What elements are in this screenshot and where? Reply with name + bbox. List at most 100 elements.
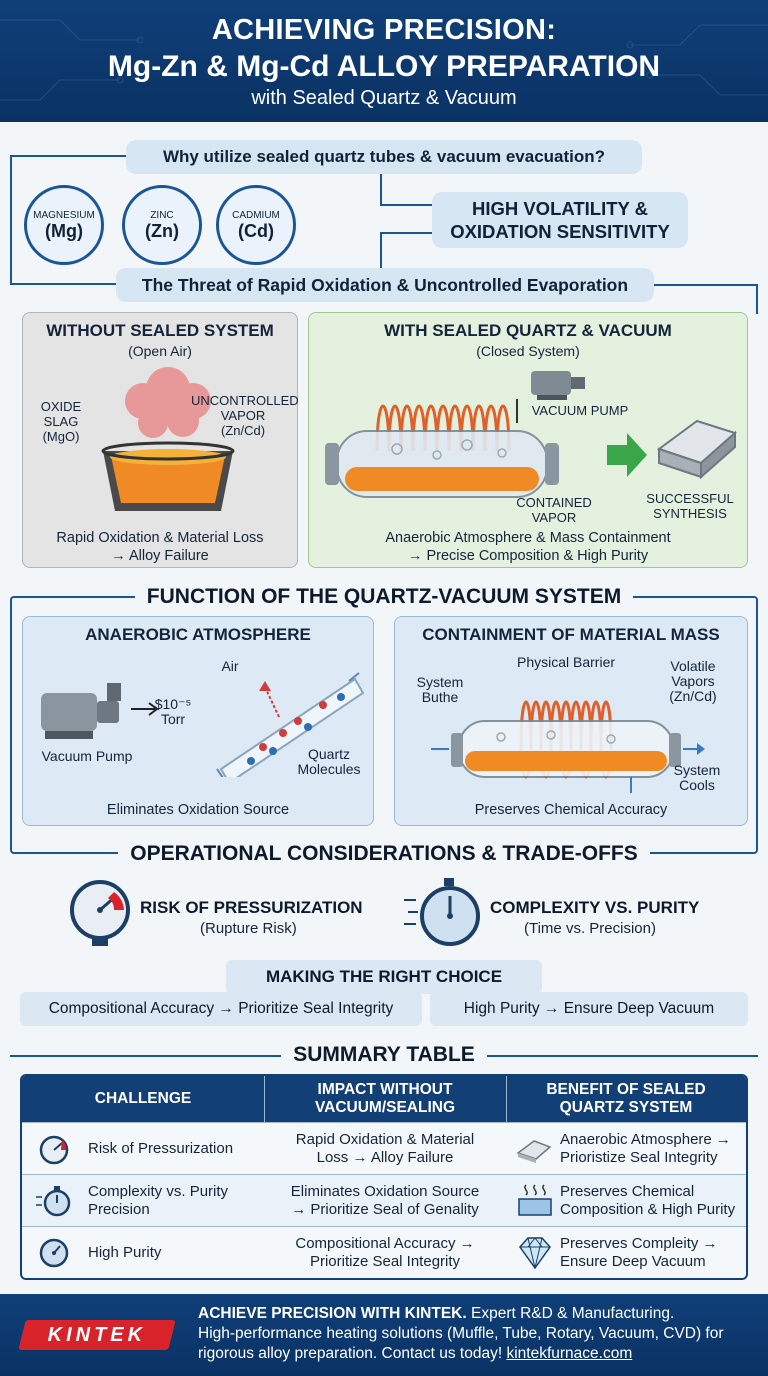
- label-line: Vapors: [671, 673, 715, 689]
- label-oxide-slag: OXIDE SLAG (MgO): [29, 399, 93, 444]
- label-vacuum-pump: Vacuum Pump: [41, 748, 133, 764]
- element-magnesium: MAGNESIUM (Mg): [24, 185, 104, 265]
- element-zinc: ZINC (Zn): [122, 185, 202, 265]
- heading-text: OPERATIONAL CONSIDERATIONS & TRADE-OFFS: [118, 842, 650, 865]
- choice-left: Compositional Accuracy → Prioritize Seal…: [20, 992, 422, 1026]
- kintek-logo[interactable]: KINTEK: [18, 1320, 176, 1350]
- label-volatile-vapors: Volatile Vapors (Zn/Cd): [647, 659, 739, 704]
- label-line: Buthe: [421, 689, 459, 705]
- panel-title: CONTAINMENT OF MATERIAL MASS: [422, 625, 720, 644]
- choice-right: High Purity → Ensure Deep Vacuum: [430, 992, 748, 1026]
- caption-line: → Precise Composition & High Purity: [407, 548, 649, 564]
- label-system-cools: System Cools: [659, 763, 735, 793]
- table-row: High Purity Compositional Accuracy →Prio…: [22, 1226, 746, 1278]
- label-line: SYNTHESIS: [653, 506, 727, 521]
- heading-text: FUNCTION OF THE QUARTZ-VACUUM SYSTEM: [134, 585, 634, 608]
- vacuum-pump-icon: [531, 371, 585, 400]
- label-line: (Zn/Cd): [220, 423, 266, 438]
- label-physical-barrier: Physical Barrier: [516, 654, 616, 670]
- label-system-buthe: System Buthe: [405, 675, 475, 705]
- caption-line: Anaerobic Atmosphere & Mass Containment: [385, 530, 671, 546]
- label-uncontrolled-vapor: UNCONTROLLED VAPOR (Zn/Cd): [191, 393, 299, 438]
- website-link[interactable]: kintekfurnace.com: [506, 1345, 633, 1362]
- function-heading: FUNCTION OF THE QUARTZ-VACUUM SYSTEM: [0, 585, 768, 609]
- property-badge: HIGH VOLATILITY & OXIDATION SENSITIVITY: [432, 192, 688, 248]
- element-name: ZINC: [150, 210, 174, 221]
- element-symbol: (Mg): [45, 221, 83, 241]
- sealed-tube-diagram: [431, 700, 705, 793]
- label-line: SUCCESSFUL: [646, 491, 734, 506]
- label-line: (Zn/Cd): [669, 688, 717, 704]
- alloy-ingot-icon: [656, 419, 737, 480]
- label-line: SLAG: [43, 414, 79, 429]
- element-symbol: (Cd): [238, 221, 274, 241]
- column-header-challenge: CHALLENGE: [94, 1090, 192, 1107]
- diamond-icon: [519, 1237, 551, 1270]
- threat-heading: The Threat of Rapid Oxidation & Uncontro…: [116, 268, 654, 302]
- complexity-title: COMPLEXITY VS. PURITY: [490, 898, 700, 917]
- risk-title: RISK OF PRESSURIZATION: [140, 898, 363, 917]
- summary-heading: SUMMARY TABLE: [0, 1043, 768, 1067]
- header-banner: ACHIEVING PRECISION: Mg-Zn & Mg-Cd ALLOY…: [0, 0, 768, 122]
- footer-banner: KINTEK ACHIEVE PRECISION WITH KINTEK. Ex…: [0, 1294, 768, 1376]
- vacuum-pump-icon: [41, 683, 121, 739]
- quartz-tube-diagram: [216, 672, 365, 777]
- panel-title: WITHOUT SEALED SYSTEM: [46, 321, 274, 340]
- page-title-line2: Mg-Zn & Mg-Cd ALLOY PREPARATION: [107, 50, 661, 83]
- with-caption: Anaerobic Atmosphere & Mass Containment …: [309, 529, 747, 565]
- open-crucible-illustration: [101, 367, 235, 511]
- panel-subtitle: (Open Air): [128, 343, 192, 359]
- property-line1: HIGH VOLATILITY &: [471, 198, 649, 219]
- anaerobic-caption: Eliminates Oxidation Source: [106, 802, 290, 818]
- label-line: Volatile: [670, 658, 716, 674]
- table-row: Risk of Pressurization Rapid Oxidation &…: [22, 1122, 746, 1174]
- connector-line: [650, 284, 758, 314]
- caption-line: Rapid Oxidation & Material Loss: [56, 530, 264, 546]
- connector-line: [380, 232, 440, 272]
- label-line: CONTAINED: [516, 495, 592, 510]
- complexity-subtitle: (Time vs. Precision): [524, 920, 656, 937]
- panel-title: ANAEROBIC ATMOSPHERE: [85, 625, 311, 644]
- circuit-pattern: [0, 19, 768, 101]
- element-name: MAGNESIUM: [33, 210, 95, 221]
- label-torr: $10⁻⁵ Torr: [154, 696, 192, 727]
- panel-title: WITH SEALED QUARTZ & VACUUM: [384, 321, 672, 340]
- stopwatch-icon: [36, 1186, 71, 1217]
- element-symbol: (Zn): [145, 221, 179, 241]
- arrow-right-icon: [607, 433, 647, 477]
- label-line: Molecules: [297, 761, 361, 777]
- containment-panel: CONTAINMENT OF MATERIAL MASS Physical Ba…: [394, 616, 748, 826]
- cell-challenge: High Purity: [88, 1244, 162, 1261]
- panel-subtitle: (Closed System): [476, 343, 580, 359]
- footer-text: ACHIEVE PRECISION WITH KINTEK. Expert R&…: [198, 1304, 758, 1364]
- stopwatch-icon: [404, 878, 480, 946]
- cell-impact: Eliminates Oxidation Source→ Prioritize …: [290, 1183, 480, 1218]
- footer-text-2: High-performance heating solutions (Muff…: [198, 1325, 724, 1342]
- pressure-gauge-icon: [70, 880, 130, 946]
- element-name: CADMIUM: [232, 210, 280, 221]
- connector-line: [10, 155, 130, 285]
- purity-gauge-icon: [39, 1238, 69, 1268]
- caption-line: → Alloy Failure: [111, 548, 209, 564]
- label-successful-synthesis: SUCCESSFUL SYNTHESIS: [635, 491, 745, 521]
- label-contained-vapor: CONTAINED VAPOR: [509, 495, 599, 525]
- property-line2: OXIDATION SENSITIVITY: [450, 221, 670, 242]
- page-subtitle: with Sealed Quartz & Vacuum: [251, 87, 517, 109]
- choice-heading: MAKING THE RIGHT CHOICE: [226, 960, 542, 994]
- label-line: VAPOR: [531, 510, 577, 525]
- label-quartz-molecules: Quartz Molecules: [287, 747, 371, 777]
- cell-challenge: Risk of Pressurization: [88, 1140, 234, 1157]
- label-line: UNCONTROLLED: [191, 393, 299, 408]
- label-vacuum-pump: VACUUM PUMP: [531, 403, 629, 418]
- logo-text: KINTEK: [47, 1324, 147, 1346]
- cell-benefit: Preserves Compleity →Ensure Deep Vacuum: [560, 1235, 718, 1270]
- page-title-line1: ACHIEVING PRECISION:: [211, 14, 557, 46]
- cell-benefit: Anaerobic Atmosphere →Prioristize Seal I…: [560, 1131, 731, 1166]
- containment-caption: Preserves Chemical Accuracy: [474, 802, 668, 818]
